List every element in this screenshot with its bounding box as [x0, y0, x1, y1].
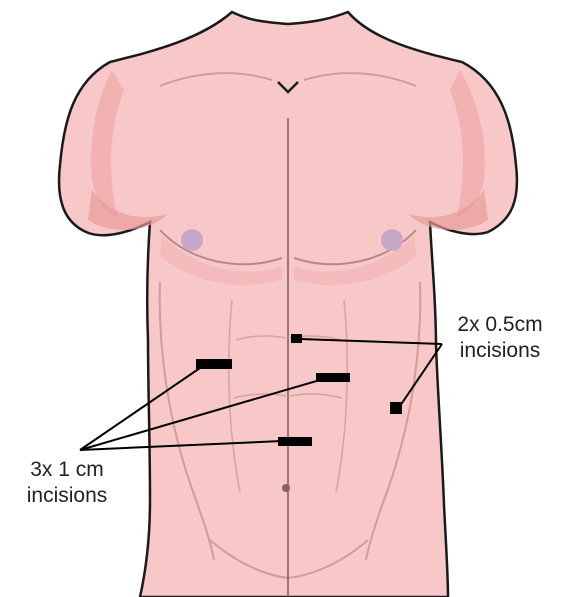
- navel: [282, 484, 290, 492]
- incision-small-right: [390, 402, 402, 414]
- incision-large-center: [316, 373, 350, 382]
- right-areola: [381, 229, 403, 251]
- large-incisions-label-line1: 3x 1 cm: [2, 457, 132, 483]
- large-incisions-label: 3x 1 cm incisions: [2, 457, 132, 509]
- incision-large-left: [196, 359, 232, 369]
- incision-large-lower: [278, 437, 312, 446]
- small-incisions-label-line2: incisions: [440, 338, 560, 364]
- small-incisions-label: 2x 0.5cm incisions: [440, 312, 560, 364]
- large-incisions-label-line2: incisions: [2, 483, 132, 509]
- incision-small-upper: [291, 334, 302, 343]
- left-areola: [181, 229, 203, 251]
- small-incisions-label-line1: 2x 0.5cm: [440, 312, 560, 338]
